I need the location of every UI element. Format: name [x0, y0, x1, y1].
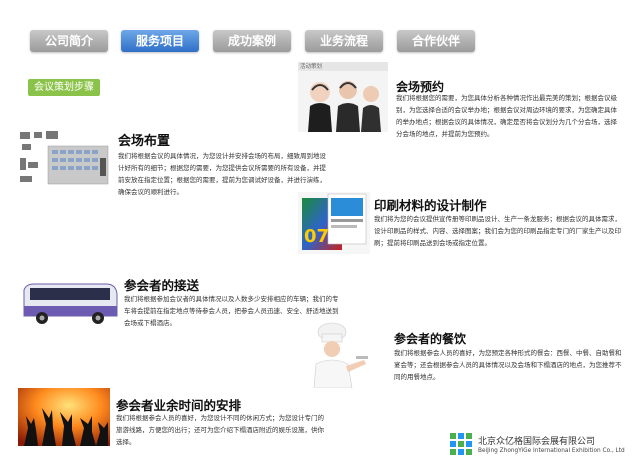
call-center-image: 活动策划 — [298, 62, 388, 132]
tab-company-intro[interactable]: 公司简介 — [30, 30, 108, 52]
tab-workflow[interactable]: 业务流程 — [305, 30, 383, 52]
catering-title: 参会者的餐饮 — [394, 332, 467, 346]
party-image — [18, 388, 110, 446]
venue-layout-title: 会场布置 — [118, 134, 171, 149]
venue-booking-desc: 我们将根据您的需要，为您具体分析各种情况作出最完美的策划；根据会议级别，为您选择… — [396, 94, 617, 138]
chef-image — [302, 322, 372, 388]
venue-layout-desc: 我们将根据会议的具体情况，为您设计并安排会场的布局，细致周到地设计好所有的细节；… — [118, 152, 326, 196]
pickup-title: 参会者的接送 — [124, 278, 200, 293]
company-name-en: BeiJing ZhongYiGe International Exhibiti… — [478, 448, 625, 454]
tab-cases[interactable]: 成功案例 — [213, 30, 291, 52]
section-tag: 会议策划步骤 — [28, 79, 100, 96]
printing-title: 印刷材料的设计制作 — [374, 198, 487, 213]
catering-desc: 我们将根据参会人员的喜好，为您预定各种形式的餐会：西餐、中餐、自助餐和宴会等；还… — [394, 349, 622, 381]
company-name-cn: 北京众亿格国际会展有限公司 — [478, 437, 596, 447]
leisure-desc: 我们将根据参会人员的喜好，为您设计不同的休闲方式；为您设计专门的旅游线路，方便您… — [116, 414, 324, 446]
top-nav: 公司简介 服务项目 成功案例 业务流程 合作伙伴 — [0, 30, 640, 54]
image-caption: 活动策划 — [300, 64, 323, 70]
svg-text:07: 07 — [304, 226, 329, 247]
print-materials-image: 07 — [298, 192, 370, 254]
equipment-layout-image — [16, 128, 114, 190]
tab-partners[interactable]: 合作伙伴 — [397, 30, 475, 52]
tab-services[interactable]: 服务项目 — [121, 30, 199, 52]
pickup-desc: 我们将根据参加会议者的具体情况以及人数多少安排相应的车辆；我们的专车将会提前在指… — [124, 295, 339, 327]
printing-desc: 我们将为您的会议提供宣传册等印刷品设计、生产一条龙服务；根据会议的具体需求，设计… — [374, 215, 621, 247]
venue-booking-title: 会场预约 — [396, 80, 445, 94]
bus-image — [20, 278, 120, 328]
leisure-title: 参会者业余时间的安排 — [116, 398, 242, 413]
company-logo-icon — [450, 433, 472, 455]
